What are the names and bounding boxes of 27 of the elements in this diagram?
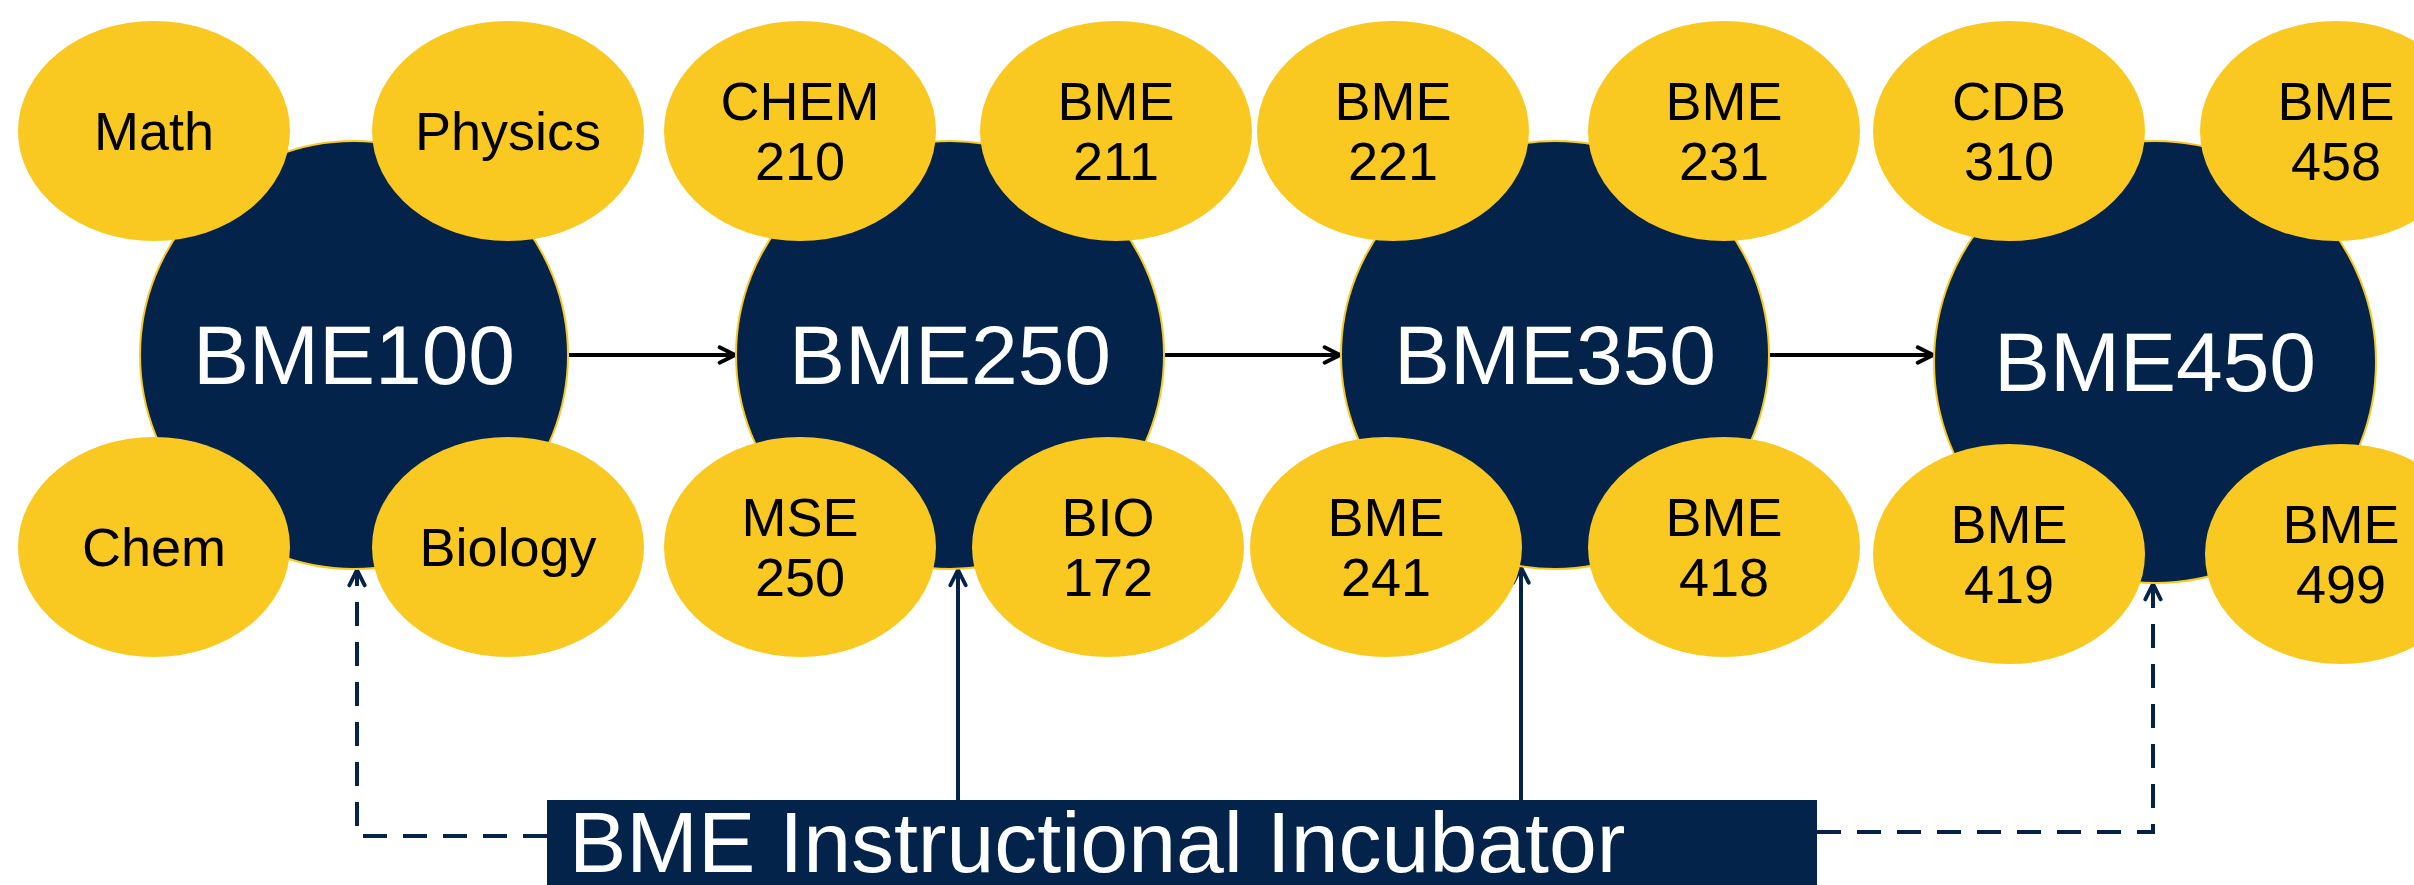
course-label: BME 221	[1334, 70, 1452, 192]
arrow	[569, 345, 737, 365]
course-label: Biology	[419, 516, 597, 578]
banner-box	[547, 800, 1817, 885]
arrow	[1165, 345, 1342, 365]
course-label: BME 231	[1665, 70, 1783, 192]
course-label: BME 211	[1057, 70, 1175, 192]
arrow	[948, 567, 968, 800]
course-label: BME 499	[2282, 493, 2400, 615]
course-label: MSE 250	[741, 486, 859, 608]
course-label: BME350	[1393, 306, 1717, 404]
course-label: BME 241	[1327, 486, 1445, 608]
course-label: BIO 172	[1061, 486, 1155, 608]
course-label: Physics	[414, 100, 601, 162]
course-label: Chem	[81, 516, 226, 578]
course-label: CDB 310	[1952, 70, 2066, 192]
arrow	[1817, 582, 2163, 834]
course-label: BME450	[1993, 313, 2317, 411]
course-label: BME 418	[1665, 486, 1783, 608]
arrow	[347, 568, 547, 838]
course-label: BME100	[192, 306, 516, 404]
course-label: CHEM 210	[720, 70, 880, 192]
course-label: BME250	[788, 306, 1112, 404]
course-label: BME 458	[2277, 70, 2395, 192]
course-label: Math	[93, 100, 215, 162]
banner-text: BME Instructional Incubator	[569, 793, 1626, 885]
course-label: BME 419	[1950, 493, 2068, 615]
